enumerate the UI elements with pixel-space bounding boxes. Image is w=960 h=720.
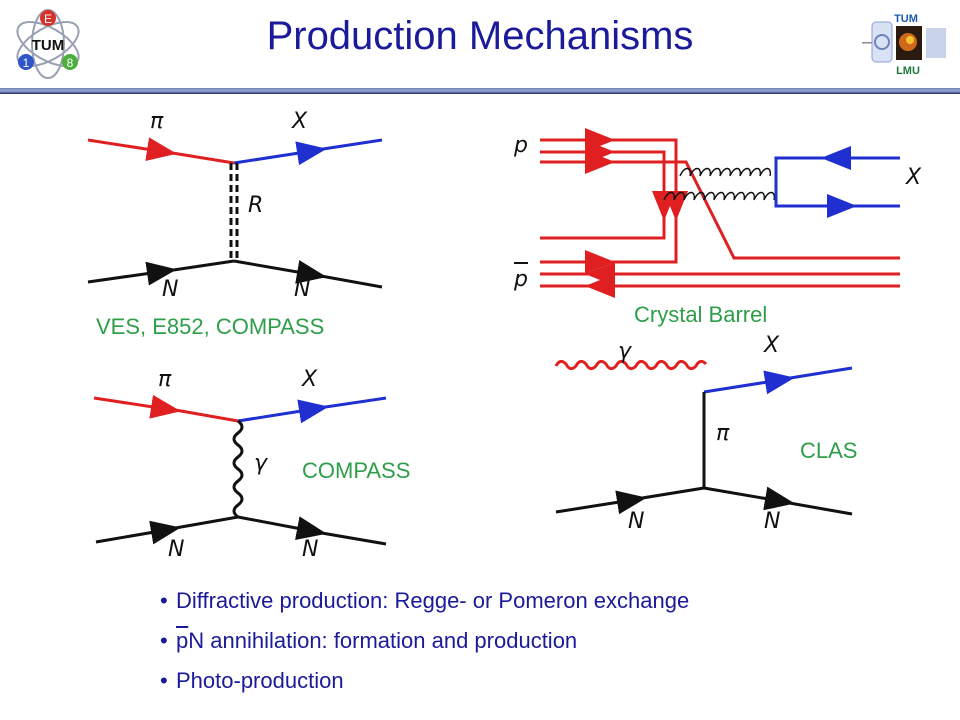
bullet-item: • pN annihilation: formation and producti… [160, 626, 689, 666]
x-meson-line [774, 156, 900, 180]
logo-text-tum: TUM [894, 13, 918, 25]
label-r: R [248, 193, 263, 218]
header-rule [0, 88, 960, 94]
caption-clas: CLAS [800, 438, 858, 463]
bullet-list: • Diffractive production: Regge- or Pomer… [160, 586, 689, 706]
label-x: X [301, 367, 318, 392]
primakoff-diagram: π X γ N N [93, 367, 387, 562]
bullet-text: Photo-production [176, 668, 344, 693]
caption-crystal-barrel: Crystal Barrel [634, 302, 768, 327]
label-x: X [291, 109, 308, 134]
bullet-text: N annihilation: formation and production [188, 628, 578, 653]
e18-tum-logo: E TUM 1 8 [16, 9, 80, 79]
photon-beam-line [554, 359, 708, 371]
logo-letter-tum: TUM [32, 37, 65, 54]
label-pi: π [158, 367, 172, 392]
tum-lmu-logo: TUM LMU [862, 13, 946, 77]
label-n-out: N [294, 277, 310, 302]
bullet-item: • Photo-production [160, 666, 689, 706]
label-n-in: N [628, 509, 644, 534]
target-in-line [87, 261, 177, 286]
label-pi: π [716, 421, 730, 446]
bullet-item: • Diffractive production: Regge- or Pomer… [160, 586, 689, 626]
label-p: p [513, 133, 528, 158]
label-n-in: N [162, 277, 178, 302]
photon-exchange-line [232, 419, 244, 519]
annihilation-diagram: p p X [513, 128, 922, 298]
photoproduction-diagram: γ X π N N [554, 333, 853, 534]
target-out-line [233, 259, 327, 284]
outgoing-x-line [233, 141, 327, 166]
bullet-dot: • [160, 668, 168, 693]
label-gamma: γ [618, 339, 632, 364]
logo-digit-1: 1 [23, 56, 30, 70]
label-pi: π [150, 109, 164, 134]
label-n-in: N [168, 537, 184, 562]
bullet-pbar: p [176, 628, 189, 653]
slide-title: Production Mechanisms [266, 14, 694, 58]
label-n-out: N [764, 509, 780, 534]
regge-diagram: π X R N N [87, 109, 383, 302]
bullet-dot: • [160, 588, 168, 613]
label-x: X [763, 333, 780, 358]
caption-ves-e852-compass: VES, E852, COMPASS [96, 314, 325, 339]
gluon-line [679, 167, 772, 177]
label-gamma: γ [254, 451, 268, 476]
beam-pion-line [87, 137, 177, 162]
feynman-diagrams: π X R N N π X γ N N [87, 109, 922, 562]
bullet-text: Diffractive production: Regge- or Pomero… [176, 588, 690, 613]
logo-letter-e: E [44, 12, 52, 26]
label-pbar: p [513, 267, 528, 292]
label-x: X [905, 165, 922, 190]
caption-compass: COMPASS [302, 458, 411, 483]
label-n-out: N [302, 537, 318, 562]
logo-digit-8: 8 [67, 56, 74, 70]
logo-text-lmu: LMU [896, 65, 920, 77]
bullet-dot: • [160, 628, 168, 653]
